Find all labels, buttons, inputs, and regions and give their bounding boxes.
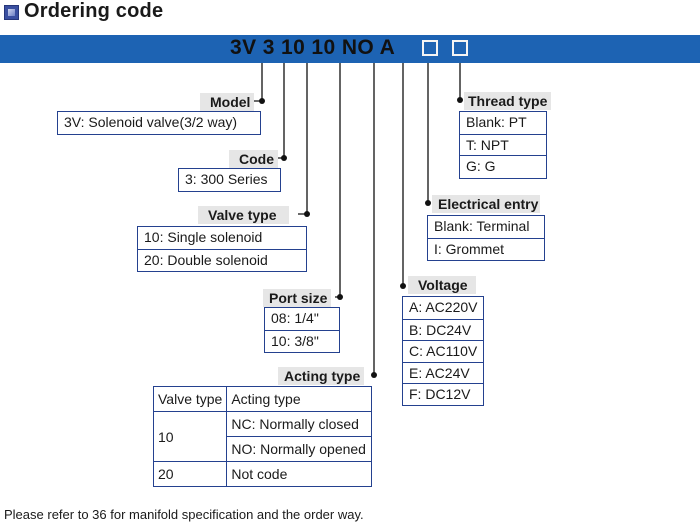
- acting-type-table: Valve type Acting type 10 NC: Normally c…: [152, 386, 373, 487]
- model-box: 3V: Solenoid valve(3/2 way): [57, 111, 261, 135]
- thread-type-option-g: G: G: [460, 155, 546, 177]
- voltage-option-b: B: DC24V: [403, 318, 483, 341]
- acting-type-label: Acting type: [278, 367, 365, 385]
- blank-square-2: [452, 40, 468, 56]
- electrical-entry-label: Electrical entry: [432, 195, 541, 213]
- code-label: Code: [229, 150, 278, 168]
- electrical-entry-dot: [425, 200, 431, 206]
- model-option-3v: 3V: Solenoid valve(3/2 way): [64, 114, 238, 130]
- acting-type-col-acting-type: Acting type: [226, 386, 373, 412]
- model-label: Model: [200, 93, 255, 111]
- model-dot: [259, 98, 265, 104]
- electrical-entry-option-terminal: Blank: Terminal: [434, 218, 530, 234]
- footer-note: Please refer to 36 for manifold specific…: [4, 507, 364, 522]
- voltage-option-f: F: DC12V: [403, 383, 483, 405]
- valve-type-dot: [304, 211, 310, 217]
- thread-type-label: Thread type: [464, 92, 552, 110]
- valve-type-label: Valve type: [198, 206, 289, 224]
- section-bullet-icon: [4, 5, 19, 20]
- voltage-label: Voltage: [408, 276, 476, 294]
- blank-square-1: [422, 40, 438, 56]
- ordering-code-text: 3V 3 10 10 NO A: [230, 36, 396, 59]
- port-size-dot: [337, 294, 343, 300]
- acting-type-dot: [371, 372, 377, 378]
- voltage-dot: [400, 283, 406, 289]
- acting-type-valve-20: 20: [152, 461, 228, 487]
- code-dot: [281, 155, 287, 161]
- valve-type-box: 10: Single solenoid 20: Double solenoid: [137, 226, 307, 272]
- thread-type-box: Blank: PT T: NPT G: G: [459, 111, 547, 179]
- voltage-box: A: AC220V B: DC24V C: AC110V E: AC24V F:…: [402, 296, 484, 406]
- port-size-option-08: 08: 1/4": [271, 310, 319, 326]
- valve-type-option-10: 10: Single solenoid: [144, 229, 263, 245]
- voltage-option-c: C: AC110V: [403, 340, 483, 362]
- voltage-option-a: A: AC220V: [409, 299, 478, 315]
- port-size-option-10: 10: 3/8": [265, 330, 339, 352]
- code-bar: [0, 35, 700, 63]
- code-box: 3: 300 Series: [178, 168, 281, 192]
- acting-type-not-code: Not code: [226, 461, 373, 487]
- acting-type-valve-10: 10: [152, 411, 228, 462]
- code-option-300: 3: 300 Series: [185, 171, 268, 187]
- port-size-box: 08: 1/4" 10: 3/8": [264, 307, 340, 353]
- acting-type-col-valve-type: Valve type: [152, 386, 228, 412]
- port-size-label: Port size: [263, 289, 332, 307]
- electrical-entry-box: Blank: Terminal I: Grommet: [427, 215, 545, 261]
- valve-type-option-20: 20: Double solenoid: [138, 249, 306, 271]
- page-title: Ordering code: [24, 0, 164, 22]
- voltage-option-e: E: AC24V: [403, 361, 483, 384]
- thread-type-option-pt: Blank: PT: [466, 114, 527, 130]
- acting-type-no: NO: Normally opened: [226, 436, 373, 462]
- acting-type-nc: NC: Normally closed: [226, 411, 373, 437]
- thread-type-option-npt: T: NPT: [460, 133, 546, 156]
- electrical-entry-option-grommet: I: Grommet: [428, 238, 544, 260]
- thread-type-dot: [457, 97, 463, 103]
